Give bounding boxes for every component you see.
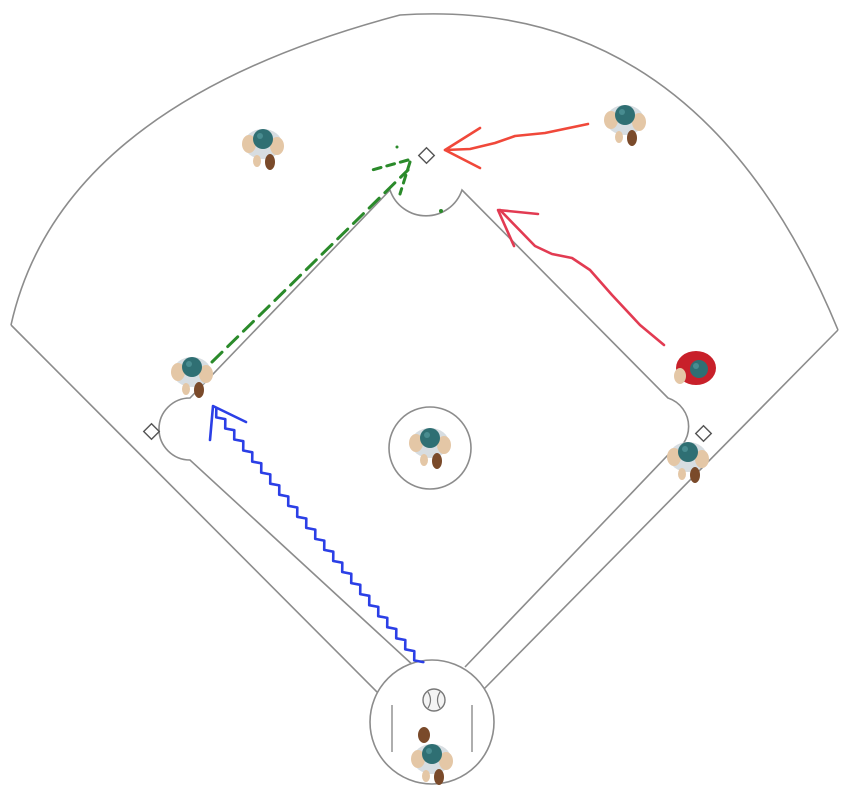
batters-box — [391, 705, 473, 752]
runner-arrow-right — [496, 208, 666, 347]
home-plate-circle — [369, 659, 495, 785]
second-baseman-icon — [171, 357, 213, 398]
left-fielder-icon — [242, 129, 284, 170]
outfield-fence — [10, 13, 839, 331]
right-foul-line — [482, 329, 839, 691]
second-base — [417, 146, 436, 165]
throw-arrow — [210, 158, 412, 364]
first-baseman-icon — [667, 442, 709, 483]
right-fielder-icon — [604, 105, 646, 146]
catcher-glove-icon — [418, 727, 430, 743]
runner-arrow-top — [443, 122, 590, 170]
first-base — [694, 424, 713, 443]
infield-diamond — [158, 188, 690, 668]
runner-icon — [674, 351, 716, 385]
batted-ball-arrow — [208, 404, 425, 664]
third-base — [142, 422, 161, 441]
baseball-icon — [422, 688, 446, 712]
throw-dot — [395, 145, 399, 149]
left-foul-line — [10, 324, 386, 701]
throw-dot — [439, 209, 443, 213]
